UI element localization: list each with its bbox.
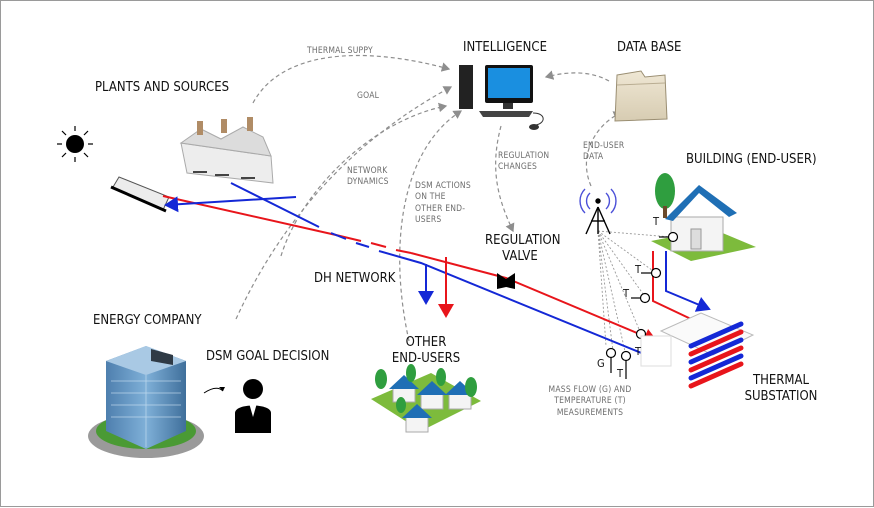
sun-icon [57,126,93,162]
dsm-actions-line-2: ON THE [415,192,446,203]
thermal-supply-label: THERMAL SUPPY [307,46,373,56]
other-end-users-label: OTHER END-USERS [386,335,466,368]
decision-arrow [203,387,225,394]
sensor-letter-t-2: T [635,263,642,276]
dsm-actions-line-3: OTHER END- [415,203,466,214]
regulation-changes-line-1: REGULATION [498,151,550,161]
regulation-changes-flow [495,125,515,233]
heat-exchanger-icon [640,312,755,389]
computer-icon [459,65,544,130]
supply-pipe-1 [162,195,337,236]
sensor-letter-t-4: T [635,345,642,358]
network-dynamics-line-2: DYNAMICS [347,177,389,188]
other-end-users-houses-icon [371,364,481,433]
regulation-changes-line-2: CHANGES [498,162,538,173]
measurements-line-3: MEASUREMENTS [556,407,624,418]
database-label: DATA BASE [617,40,682,55]
intelligence-label: INTELLIGENCE [463,40,547,55]
energy-company-label: ENERGY COMPANY [93,313,202,328]
regulation-valve-line-2: VALVE [502,249,538,265]
business-person-icon [235,379,271,433]
building-supply [652,251,692,320]
regulation-valve-line-1: REGULATION [485,233,561,248]
database-folder-icon [614,70,668,122]
sensor-letter-t-1: T [653,215,660,228]
pipes [162,182,711,362]
regulation-valve-label: REGULATION VALVE [485,233,561,266]
sensor-letter-t-5: T [617,367,624,380]
thermal-substation-line-1: THERMAL [752,373,810,388]
dsm-actions-line-4: USERS [415,215,442,226]
thermal-substation-line-2: SUBSTATION [744,389,818,405]
building-label: BUILDING (END-USER) [686,152,817,167]
factory-icon [179,117,274,184]
wireless-links [597,230,672,357]
dsm-actions-label: DSM ACTIONS ON THE OTHER END- USERS [415,181,471,227]
network-dynamics-label: NETWORK DYNAMICS [347,166,389,189]
supply-pipe-2 [335,234,412,254]
database-flow [544,70,610,82]
goal-flow [235,86,453,320]
plants-label: PLANTS AND SOURCES [95,80,230,95]
antenna-icon [579,188,617,235]
regulation-changes-label: REGULATION CHANGES [498,151,549,174]
goal-label: GOAL [357,91,380,101]
end-user-data-line-1: END-USER [583,141,625,151]
solar-collector-icon [110,176,170,213]
building-return [665,251,711,312]
end-user-building-icon [651,173,756,261]
dsm-actions-flow [399,110,463,342]
sensor-letter-g: G [597,357,605,370]
end-user-data-line-2: DATA [583,152,604,163]
sensor-letter-t-3: T [623,287,630,300]
return-pipe-1 [164,196,297,213]
network-dynamics-line-1: NETWORK [347,166,388,176]
valve-icon [497,273,515,289]
thermal-substation-label: THERMAL SUBSTATION [736,373,826,406]
dh-network-label: DH NETWORK [314,271,396,286]
sensors [605,231,679,379]
dsm-actions-line-1: DSM ACTIONS [415,181,471,191]
other-end-users-line-2: END-USERS [391,351,461,367]
other-end-users-line-1: OTHER [405,335,447,350]
measurements-line-1: MASS FLOW (G) AND [548,385,632,395]
network-dynamics-flow [280,102,448,257]
measurements-line-2: TEMPERATURE (T) [554,396,626,407]
supply-pipe-3 [410,252,658,344]
end-user-data-label: END-USER DATA [583,141,624,164]
energy-company-building-icon [88,346,204,458]
dsm-goal-decision-label: DSM GOAL DECISION [206,349,330,364]
thermal-supply-flow [252,54,451,104]
return-pipe-2 [230,182,662,362]
measurements-label: MASS FLOW (G) AND TEMPERATURE (T) MEASUR… [535,385,645,419]
